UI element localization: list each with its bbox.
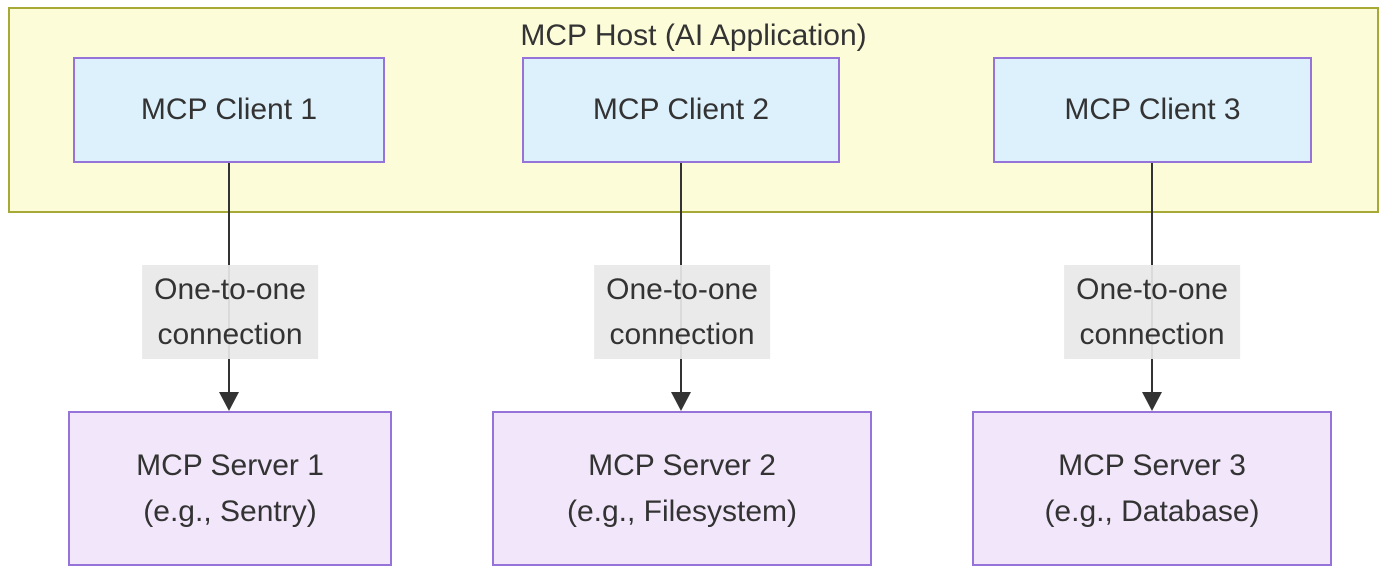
edge-2-label: One-to-one connection — [594, 265, 770, 359]
edge-3-label: One-to-one connection — [1064, 265, 1240, 359]
edge-1-arrowhead-icon — [219, 392, 239, 411]
edge-label-line: One-to-one — [606, 273, 758, 306]
node-sublabel: (e.g., Sentry) — [143, 494, 317, 528]
node-mcp-client-3: MCP Client 3 — [993, 57, 1312, 163]
edge-label-line: connection — [157, 318, 303, 351]
edge-label-line: connection — [609, 318, 755, 351]
host-title: MCP Host (AI Application) — [520, 19, 867, 52]
edge-2-arrowhead-icon — [671, 392, 691, 411]
node-label: MCP Server 2 — [588, 448, 776, 482]
node-mcp-server-3: MCP Server 3 (e.g., Database) — [972, 411, 1332, 566]
node-mcp-client-2: MCP Client 2 — [522, 57, 840, 163]
edge-label-line: One-to-one — [1076, 273, 1228, 306]
node-mcp-client-1: MCP Client 1 — [73, 57, 385, 163]
edge-3-arrowhead-icon — [1142, 392, 1162, 411]
edge-label-line: One-to-one — [154, 273, 306, 306]
node-label: MCP Server 1 — [136, 448, 324, 482]
edge-1-label: One-to-one connection — [142, 265, 318, 359]
node-mcp-server-1: MCP Server 1 (e.g., Sentry) — [68, 411, 392, 566]
node-label: MCP Client 1 — [140, 93, 318, 126]
node-sublabel: (e.g., Database) — [1044, 494, 1260, 528]
edge-label-line: connection — [1079, 318, 1225, 351]
node-mcp-server-2: MCP Server 2 (e.g., Filesystem) — [492, 411, 872, 566]
node-label: MCP Client 3 — [1064, 93, 1241, 126]
node-sublabel: (e.g., Filesystem) — [566, 494, 798, 528]
node-label: MCP Server 3 — [1058, 448, 1246, 482]
node-label: MCP Client 2 — [592, 93, 770, 126]
